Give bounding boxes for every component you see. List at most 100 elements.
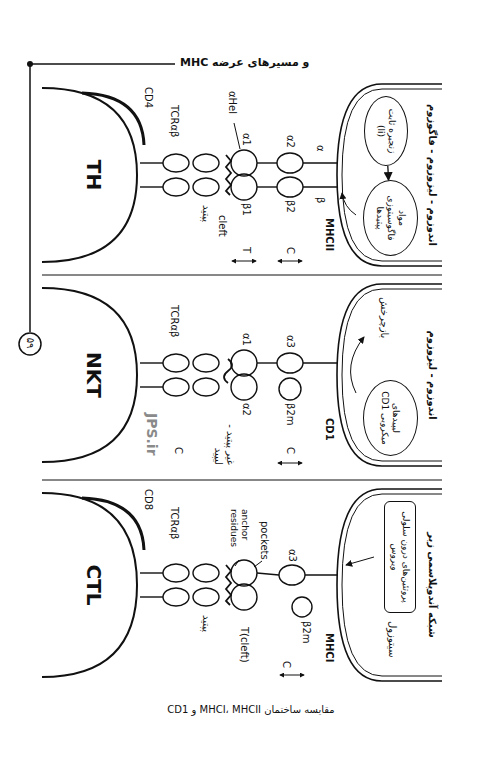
ligand-label: غیر پپتید - لیپید bbox=[212, 407, 236, 465]
drawing-g bbox=[82, 93, 374, 675]
drawing-path bbox=[351, 337, 364, 393]
drawing-ellipse bbox=[163, 564, 189, 582]
drawing-line bbox=[303, 186, 338, 187]
drawing-line bbox=[257, 573, 279, 575]
chain-label: β bbox=[314, 197, 326, 203]
drawing-line bbox=[278, 261, 302, 262]
drawing-polyline bbox=[226, 155, 231, 195]
domain-label: α3 bbox=[286, 549, 298, 562]
drawing-ellipse bbox=[277, 177, 303, 197]
drawing-ellipse bbox=[231, 350, 257, 376]
vesicle-circle: لیپیدهای میکروبی CD1 bbox=[363, 380, 418, 456]
domain-label: β1 bbox=[240, 203, 252, 216]
domain-label: α2 bbox=[284, 135, 296, 148]
text-stack: زنجیره ثابت (li) bbox=[375, 105, 397, 157]
drawing-ellipse bbox=[163, 588, 189, 606]
drawing-line bbox=[254, 561, 262, 567]
domain-label: α1 bbox=[240, 333, 252, 346]
page-title: MHC و مسیرهای عرضه bbox=[180, 56, 309, 69]
drawing-ellipse bbox=[279, 565, 305, 585]
drawing-line bbox=[305, 574, 338, 575]
drawing-ellipse bbox=[231, 374, 257, 400]
molecule-label: CD8 bbox=[142, 489, 154, 510]
receptor-label: TCRαβ bbox=[168, 507, 180, 539]
page-number: ۵۹ bbox=[24, 333, 36, 353]
shape-text: مواد فاگوسیتوزی پپتیدها bbox=[374, 191, 406, 245]
cell-name: TH bbox=[82, 80, 106, 270]
domain-label: α2 bbox=[240, 403, 252, 416]
drawing-line bbox=[140, 362, 163, 363]
connector-arrow bbox=[387, 166, 389, 180]
drawing-ellipse bbox=[163, 354, 189, 372]
drawing-ellipse bbox=[193, 178, 219, 196]
drawing-circle bbox=[292, 597, 312, 617]
drawing-line bbox=[140, 596, 163, 597]
cell-name: NKT bbox=[82, 280, 106, 470]
drawing-line bbox=[140, 386, 163, 387]
drawing-circle bbox=[279, 378, 301, 400]
drawing-ellipse bbox=[193, 378, 219, 396]
drawing-ellipse bbox=[163, 154, 189, 172]
drawing-line bbox=[30, 63, 175, 65]
reticulum-box: پروتئین‌های درون سلولی ویروس bbox=[384, 501, 416, 613]
chain-oval: زنجیره ثابت (li) bbox=[364, 96, 408, 166]
t-cell: NKT bbox=[42, 280, 142, 470]
drawing-line bbox=[29, 64, 31, 332]
drawing-ellipse bbox=[277, 153, 303, 173]
domain-label: α1 bbox=[240, 133, 252, 146]
drawing-ellipse bbox=[231, 560, 257, 586]
cell-name: CTL bbox=[82, 485, 106, 685]
receptor-label: TCRαβ bbox=[168, 305, 180, 337]
drawing-ellipse bbox=[163, 378, 189, 396]
watermark: JPS.ir bbox=[143, 413, 160, 456]
drawing-line bbox=[278, 463, 302, 464]
shape-text: پروتئین‌های درون سلولی ویروس bbox=[389, 508, 411, 606]
shape-text: لیپیدهای میکروبی CD1 bbox=[380, 391, 402, 445]
compartment-heading: اندوزوم - لیزوزوم bbox=[426, 280, 438, 470]
peptide-label: پپتید bbox=[200, 615, 212, 632]
drawing-line bbox=[257, 186, 277, 187]
helix-label: αHel bbox=[226, 91, 238, 114]
drawing-g bbox=[42, 275, 442, 480]
drawing-ellipse bbox=[193, 588, 219, 606]
drawing-line bbox=[257, 362, 277, 363]
drawing-line bbox=[234, 123, 240, 149]
drawing-ellipse bbox=[193, 154, 219, 172]
cleft-label: cleft bbox=[216, 215, 228, 237]
drawing-line bbox=[140, 162, 163, 163]
drawing-line bbox=[257, 162, 277, 163]
molecule-label: CD4 bbox=[142, 87, 154, 108]
pathway-label: بازچرخش bbox=[378, 297, 390, 338]
dimension-label: C bbox=[280, 661, 292, 668]
compartment-heading: اندوزوم - لیزوزوم - فاگوزوم bbox=[426, 80, 438, 270]
membrane-line bbox=[337, 489, 442, 681]
presenting-cell: اندوزوم - لیزوزوم - فاگوزوم MHCII مواد فاگ… bbox=[317, 80, 442, 270]
compartment-heading: شبکه آندوپلاسمی زبر bbox=[426, 485, 438, 685]
domain-label: β2 bbox=[284, 200, 296, 213]
drawing-line bbox=[140, 572, 163, 573]
drawing-ellipse bbox=[231, 174, 257, 200]
cleft-label: T(cleft) bbox=[238, 627, 250, 663]
drawing-line bbox=[235, 560, 239, 566]
drawing-path bbox=[224, 359, 232, 383]
drawing-line bbox=[232, 261, 256, 262]
receptor-label: TCRαβ bbox=[168, 105, 180, 137]
molecule-name: MHCI bbox=[323, 633, 335, 662]
domain-label: α3 bbox=[284, 335, 296, 348]
drawing-ellipse bbox=[193, 354, 219, 372]
dimension-label: C bbox=[284, 447, 296, 454]
molecule-name: CD1 bbox=[323, 418, 335, 441]
shape-text: زنجیره ثابت (li) bbox=[375, 105, 397, 157]
residue-label: anchor residues bbox=[228, 509, 250, 557]
drawing-ellipse bbox=[163, 178, 189, 196]
drawing-line bbox=[280, 675, 304, 676]
t-cell: TH bbox=[42, 80, 142, 270]
drawing-line bbox=[42, 480, 442, 481]
molecule-name: MHCII bbox=[323, 218, 335, 251]
membrane-line bbox=[337, 84, 442, 266]
pocket-label: pockets bbox=[258, 521, 270, 560]
drawing-ellipse bbox=[193, 564, 219, 582]
domain-label: β2m bbox=[284, 403, 296, 426]
